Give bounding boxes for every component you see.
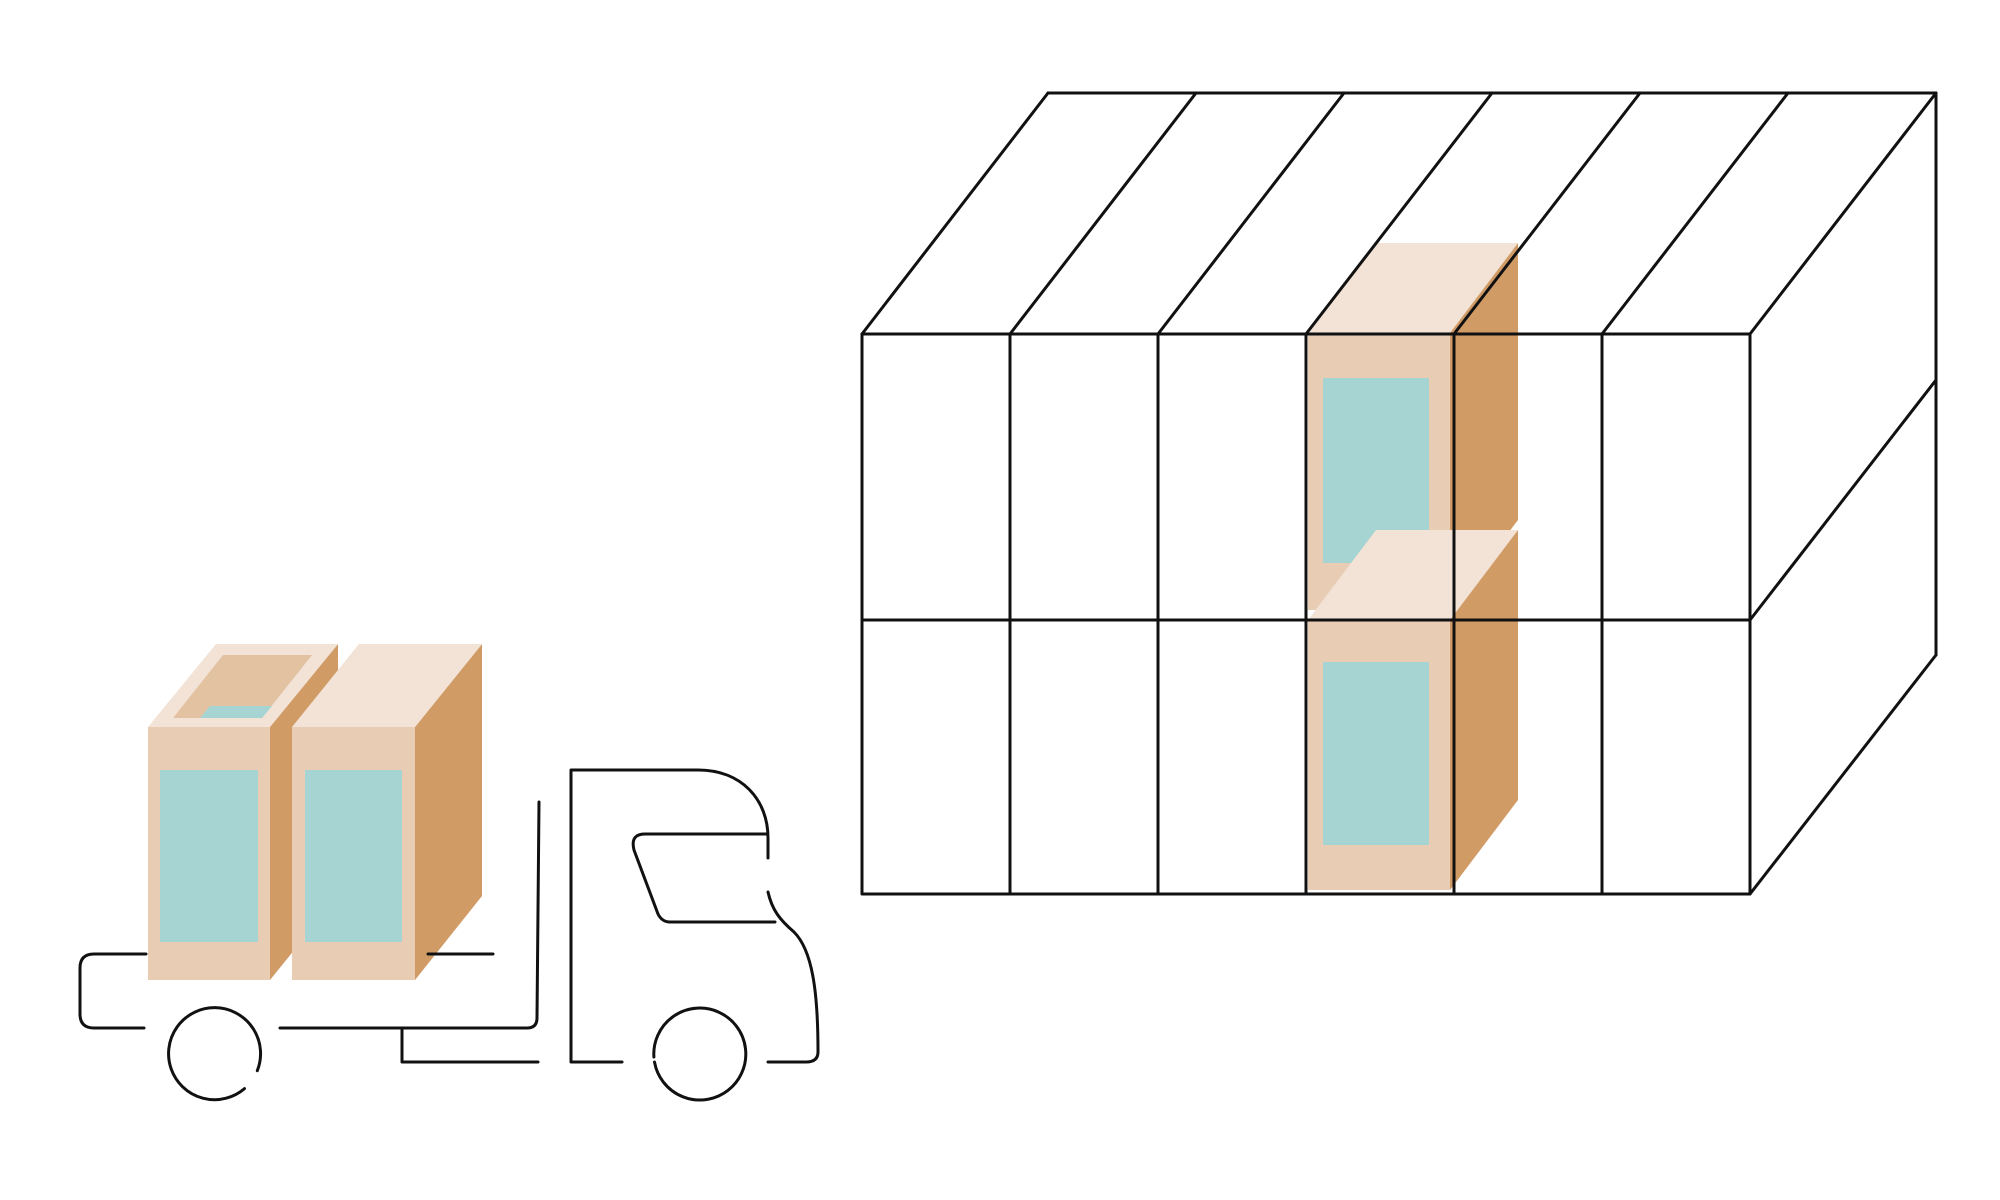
delivery-truck: [78, 644, 820, 1102]
rack-box-lower: [1308, 530, 1518, 890]
truck-cargo: [148, 644, 482, 980]
truck-box-closed-window: [305, 770, 402, 942]
front-wheel: [652, 1006, 748, 1102]
storage-rack: [860, 91, 1938, 896]
truck-outline: [78, 768, 820, 1102]
rack-frame: [860, 91, 1938, 896]
rack-stored-boxes: [1308, 243, 1518, 890]
rack-box-lower-window: [1323, 662, 1429, 845]
truck-box-open-window: [160, 770, 258, 942]
truck-box-closed: [292, 644, 482, 980]
rear-wheel: [167, 1006, 263, 1102]
